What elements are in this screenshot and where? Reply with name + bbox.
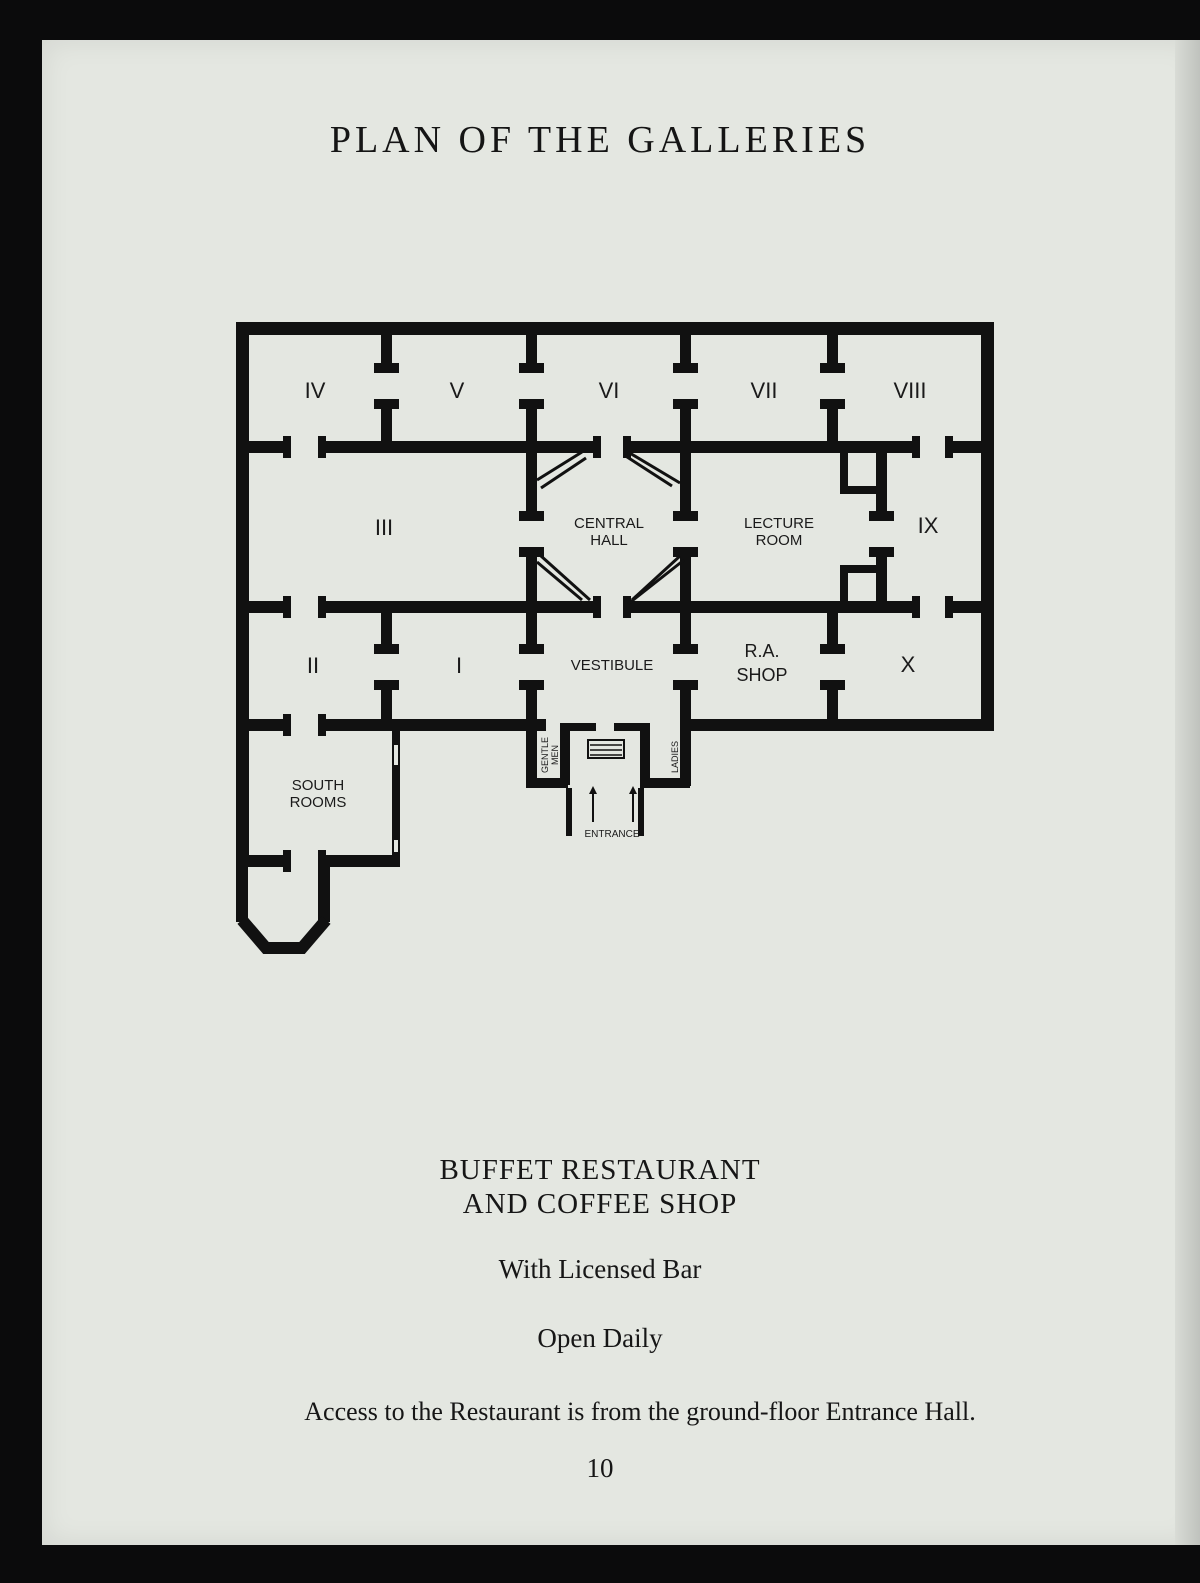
central-hall-stair-lines xyxy=(536,450,685,606)
lecture-room-label-line2: ROOM xyxy=(756,532,803,549)
page-edge xyxy=(1175,40,1200,1545)
central-hall-label-line1: CENTRAL xyxy=(574,515,644,532)
ladies-label: LADIES xyxy=(670,741,680,773)
plan-walls xyxy=(236,322,994,922)
south-rooms-label-line1: SOUTH xyxy=(292,777,345,794)
room-i-label: I xyxy=(456,653,462,678)
open-daily-text: Open Daily xyxy=(537,1323,663,1353)
entrance-steps xyxy=(587,739,637,822)
entrance-label: ENTRANCE xyxy=(584,829,639,840)
restaurant-heading-line2: AND COFFEE SHOP xyxy=(462,1188,738,1220)
vestibule-label: VESTIBULE xyxy=(571,657,654,674)
room-x-label: X xyxy=(901,652,916,677)
apse-wall xyxy=(237,916,331,954)
room-viii-label: VIII xyxy=(893,378,926,403)
document-page xyxy=(42,40,1200,1545)
ra-shop-label-line2: SHOP xyxy=(736,665,787,685)
south-rooms-label-line2: ROOMS xyxy=(290,794,347,811)
room-iv-label: IV xyxy=(305,378,326,403)
south-door xyxy=(394,745,398,765)
central-hall-label-line2: HALL xyxy=(590,532,628,549)
room-vi-label: VI xyxy=(599,378,620,403)
gentlemen-label-line2: MEN xyxy=(550,745,560,765)
room-vii-label: VII xyxy=(751,378,778,403)
south-door-2 xyxy=(394,840,398,852)
page-number: 10 xyxy=(586,1453,614,1483)
gentlemen-label-line1: GENTLE xyxy=(540,737,550,773)
restaurant-access-text: Access to the Restaurant is from the gro… xyxy=(304,1397,976,1426)
room-ix-label: IX xyxy=(918,513,939,538)
room-ii-label: II xyxy=(307,653,319,678)
restaurant-heading-line1: BUFFET RESTAURANT xyxy=(439,1154,761,1186)
room-v-label: V xyxy=(450,378,465,403)
licensed-bar-text: With Licensed Bar xyxy=(498,1254,702,1284)
page-title: PLAN OF THE GALLERIES xyxy=(329,119,871,161)
ra-shop-label-line1: R.A. xyxy=(744,641,779,661)
lecture-room-label-line1: LECTURE xyxy=(744,515,814,532)
gallery-floor-plan: IV V VI VII VIII III CENTRAL HALL LECTUR… xyxy=(236,322,994,954)
room-iii-label: III xyxy=(375,515,393,540)
